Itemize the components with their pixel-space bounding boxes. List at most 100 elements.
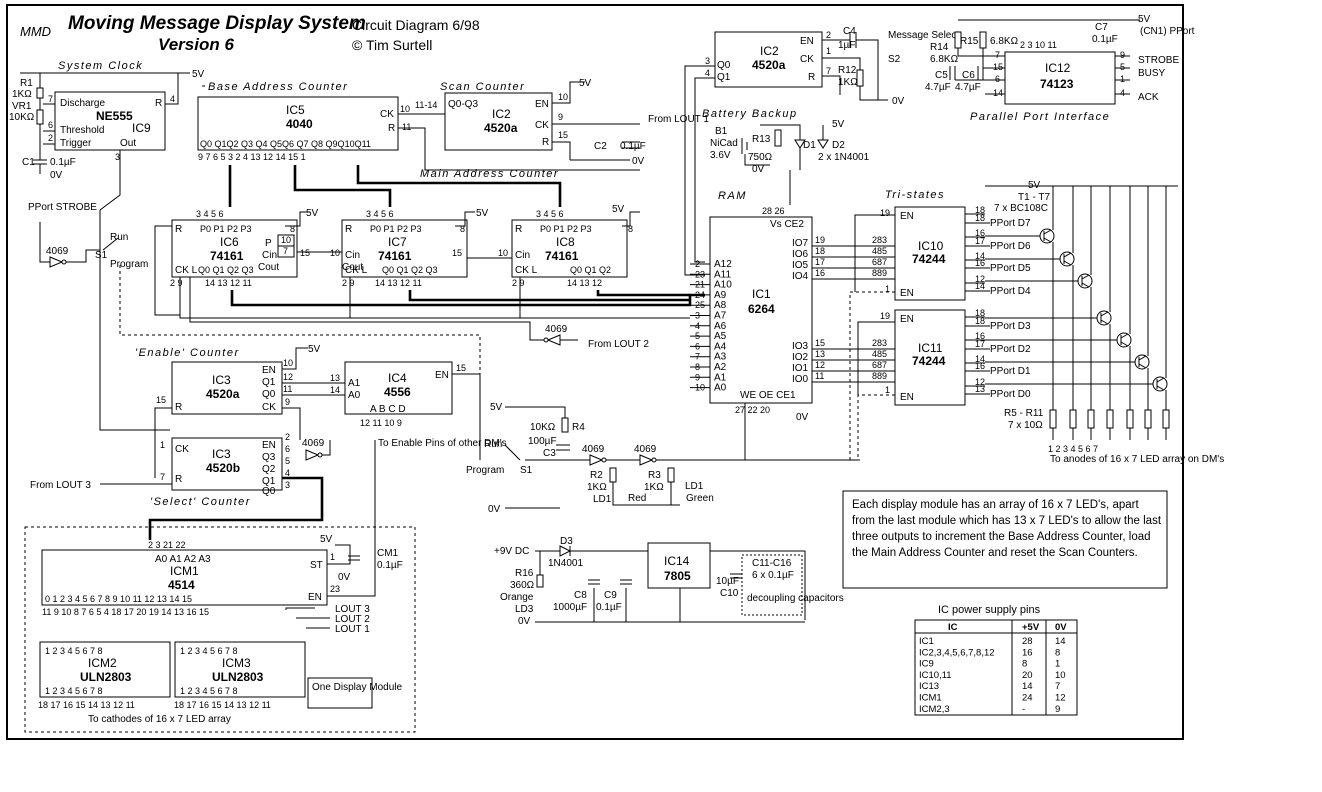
power-table-cell: 24 [1022, 693, 1033, 704]
svg-text:10: 10 [400, 104, 410, 114]
svg-text:R: R [388, 123, 395, 134]
svg-text:6.8KΩ: 6.8KΩ [990, 36, 1019, 47]
svg-text:1 2 3 4 5 6 7 8: 1 2 3 4 5 6 7 8 [45, 686, 103, 696]
svg-text:IC3: IC3 [212, 373, 231, 387]
diagram-frame [6, 4, 1184, 740]
svg-text:P0 P1 P2 P3: P0 P1 P2 P3 [200, 224, 252, 234]
svg-text:889: 889 [872, 268, 887, 278]
svg-text:11: 11 [815, 371, 824, 381]
svg-text:12: 12 [283, 372, 293, 382]
pport-d0-label: PPort D0 [990, 389, 1031, 400]
svg-text:Program: Program [466, 465, 504, 476]
svg-text:14: 14 [330, 385, 340, 395]
svg-text:8: 8 [290, 224, 295, 234]
svg-text:5V: 5V [320, 534, 333, 545]
tri-state-out-pin: 18 [975, 308, 985, 318]
ram-addr-a0: A0 [714, 383, 727, 394]
to-anodes-label: To anodes of 16 x 7 LED array on DM's [1050, 454, 1224, 465]
power-table-cell: - [1022, 704, 1025, 715]
svg-text:D1: D1 [803, 140, 816, 151]
power-table-cell: 8 [1055, 647, 1060, 658]
ram-addr-a7: A7 [714, 311, 727, 322]
svg-text:NiCad: NiCad [710, 138, 738, 149]
ic11-box [894, 309, 966, 406]
svg-text:From LOUT 3: From LOUT 3 [30, 480, 91, 491]
author: © Tim Surtell [352, 37, 432, 53]
svg-text:1: 1 [1120, 74, 1125, 84]
svg-text:11: 11 [283, 384, 292, 394]
svg-text:C5: C5 [935, 70, 948, 81]
resistor-r6 [1069, 409, 1077, 429]
svg-text:9: 9 [1120, 50, 1125, 60]
tri-state-pin: 17 [975, 339, 985, 349]
svg-text:C2: C2 [594, 141, 607, 152]
svg-text:15: 15 [456, 363, 466, 373]
svg-text:Tri-states: Tri-states [885, 189, 945, 201]
note [842, 490, 1168, 589]
svg-text:C10: C10 [720, 588, 739, 599]
main-address-counter: Main Address Counter IC6 74161 P0 P1 P2 … [154, 165, 705, 350]
svg-text:CK: CK [800, 54, 814, 65]
svg-text:4: 4 [170, 94, 175, 104]
svg-text:(CN1) PPort: (CN1) PPort [1140, 26, 1195, 37]
svg-text:15: 15 [815, 338, 825, 348]
svg-text:18 17 16 15 14 13 12 11: 18 17 16 15 14 13 12 11 [174, 700, 271, 710]
svg-text:3 4 5 6: 3 4 5 6 [196, 209, 224, 219]
power-table-cell: 16 [1022, 647, 1033, 658]
svg-text:IO3: IO3 [792, 341, 809, 352]
svg-text:1: 1 [160, 440, 165, 450]
power-table-cell: ICM2,3 [919, 704, 950, 715]
svg-text:R: R [345, 224, 352, 235]
svg-text:EN: EN [900, 392, 914, 403]
power-table-cell: IC9 [919, 659, 934, 670]
svg-text:A0 A1 A2 A3: A0 A1 A2 A3 [155, 554, 211, 565]
svg-text:EN: EN [262, 440, 276, 451]
svg-text:From LOUT 2: From LOUT 2 [588, 339, 649, 350]
svg-text:360Ω: 360Ω [510, 580, 535, 591]
svg-text:'Select' Counter: 'Select' Counter [150, 496, 251, 508]
svg-text:CK: CK [380, 109, 394, 120]
ram-addr-a9: A9 [714, 290, 727, 301]
svg-text:10µF: 10µF [716, 576, 739, 587]
svg-text:R: R [175, 224, 182, 235]
svg-text:11-14: 11-14 [415, 100, 437, 110]
ram-addr-a4: A4 [714, 341, 727, 352]
svg-text:17: 17 [815, 257, 825, 267]
svg-text:C7: C7 [1095, 22, 1108, 33]
svg-text:5: 5 [285, 456, 290, 466]
svg-text:R1: R1 [20, 78, 33, 89]
svg-text:Vs CE2: Vs CE2 [770, 219, 804, 230]
svg-text:19: 19 [880, 208, 890, 218]
svg-text:R: R [542, 137, 549, 148]
svg-text:0V: 0V [338, 572, 351, 583]
power-table-cell: IC10,11 [919, 670, 952, 681]
svg-text:15: 15 [300, 248, 310, 258]
power-table-cell: 8 [1022, 659, 1027, 670]
svg-text:10KΩ: 10KΩ [530, 422, 556, 433]
svg-text:283: 283 [872, 338, 887, 348]
svg-text:19: 19 [880, 311, 890, 321]
svg-text:A1: A1 [348, 378, 361, 389]
svg-text:R: R [808, 72, 815, 83]
svg-text:1µF: 1µF [838, 40, 855, 51]
ram-addr-a2: A2 [714, 362, 727, 373]
svg-text:Cin: Cin [345, 250, 360, 261]
svg-text:EN: EN [900, 211, 914, 222]
svg-text:5V: 5V [308, 344, 321, 355]
svg-text:74244: 74244 [912, 252, 946, 266]
tri-state-out-pin: 14 [975, 354, 985, 364]
svg-text:0 1 2 3 4 5 6 7: 0 1 2 3 4 5 6 7 8 9 10 11 12 13 14 15 [45, 594, 192, 604]
svg-text:Threshold: Threshold [60, 125, 104, 136]
svg-text:18: 18 [815, 246, 825, 256]
power-table-cell: 1 [1055, 659, 1060, 670]
ram: RAM IC1 6264 Vs CE2 28 26 IO7 IO6 IO5 IO… [690, 190, 840, 460]
svg-text:0.1µF: 0.1µF [50, 157, 76, 168]
svg-text:LD3: LD3 [515, 604, 534, 615]
svg-text:2: 2 [285, 432, 290, 442]
svg-text:Cin: Cin [515, 250, 530, 261]
svg-text:STROBE: STROBE [1138, 55, 1179, 66]
svg-text:D2: D2 [832, 140, 845, 151]
svg-text:5V: 5V [832, 119, 845, 130]
svg-text:ULN2803: ULN2803 [80, 670, 132, 684]
